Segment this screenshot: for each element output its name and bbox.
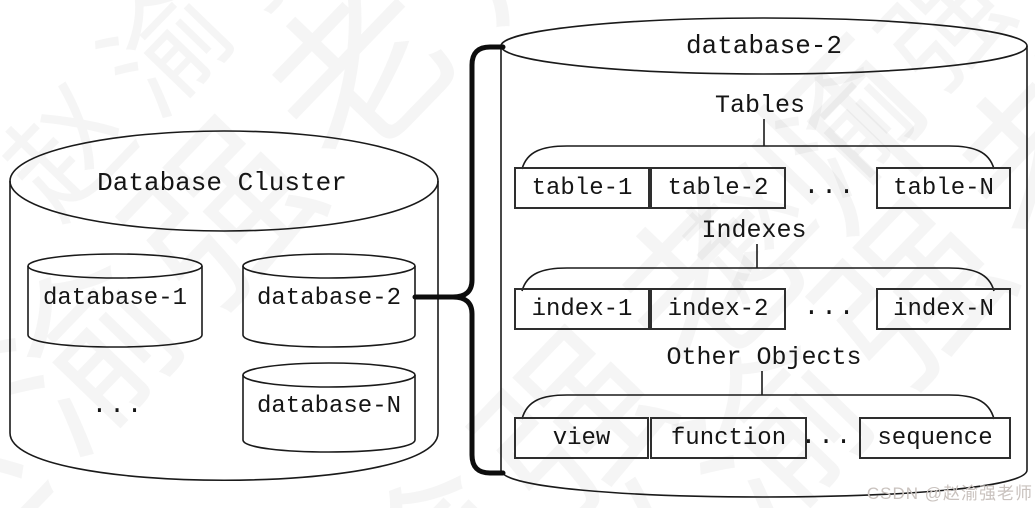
database-1-cylinder-top xyxy=(27,253,203,279)
indexes-section-title: Indexes xyxy=(701,215,807,245)
database-2-detail-cylinder-body xyxy=(500,46,1028,498)
other-objects-group-brace xyxy=(521,394,995,420)
table-1-box: table-1 xyxy=(514,167,650,209)
database-cluster-cylinder-body xyxy=(9,181,439,482)
cluster-title: Database Cluster xyxy=(97,168,347,198)
database-1-cylinder-body xyxy=(27,266,203,348)
view-box: view xyxy=(514,417,649,459)
table-n-box: table-N xyxy=(876,167,1011,209)
database-2-cylinder-body xyxy=(242,266,416,348)
database-1-label: database-1 xyxy=(42,284,188,312)
indexes-group-brace xyxy=(521,267,995,292)
index-1-box: index-1 xyxy=(514,288,650,330)
database-n-cylinder-body xyxy=(242,375,416,453)
tables-section-title: Tables xyxy=(714,90,805,120)
sequence-box: sequence xyxy=(859,417,1011,459)
tables-group-brace xyxy=(521,145,995,170)
database-2-label: database-2 xyxy=(256,284,402,312)
index-n-box: index-N xyxy=(876,288,1011,330)
other-objects-section-title: Other Objects xyxy=(666,342,862,372)
indexes-ellipsis: ... xyxy=(803,292,857,322)
database-2-cylinder-top xyxy=(242,253,416,279)
database-n-cylinder-top xyxy=(242,362,416,388)
database-2-expansion-brace xyxy=(450,44,506,476)
table-2-box: table-2 xyxy=(650,167,786,209)
cluster-ellipsis: ... xyxy=(91,390,145,420)
function-box: function xyxy=(650,417,807,459)
tables-ellipsis: ... xyxy=(803,171,857,201)
other-objects-ellipsis: ... xyxy=(800,421,854,451)
detail-database-title: database-2 xyxy=(685,31,843,61)
csdn-watermark: CSDN @赵渝强老师 xyxy=(866,484,1033,503)
index-2-box: index-2 xyxy=(650,288,786,330)
database-n-label: database-N xyxy=(256,392,402,420)
